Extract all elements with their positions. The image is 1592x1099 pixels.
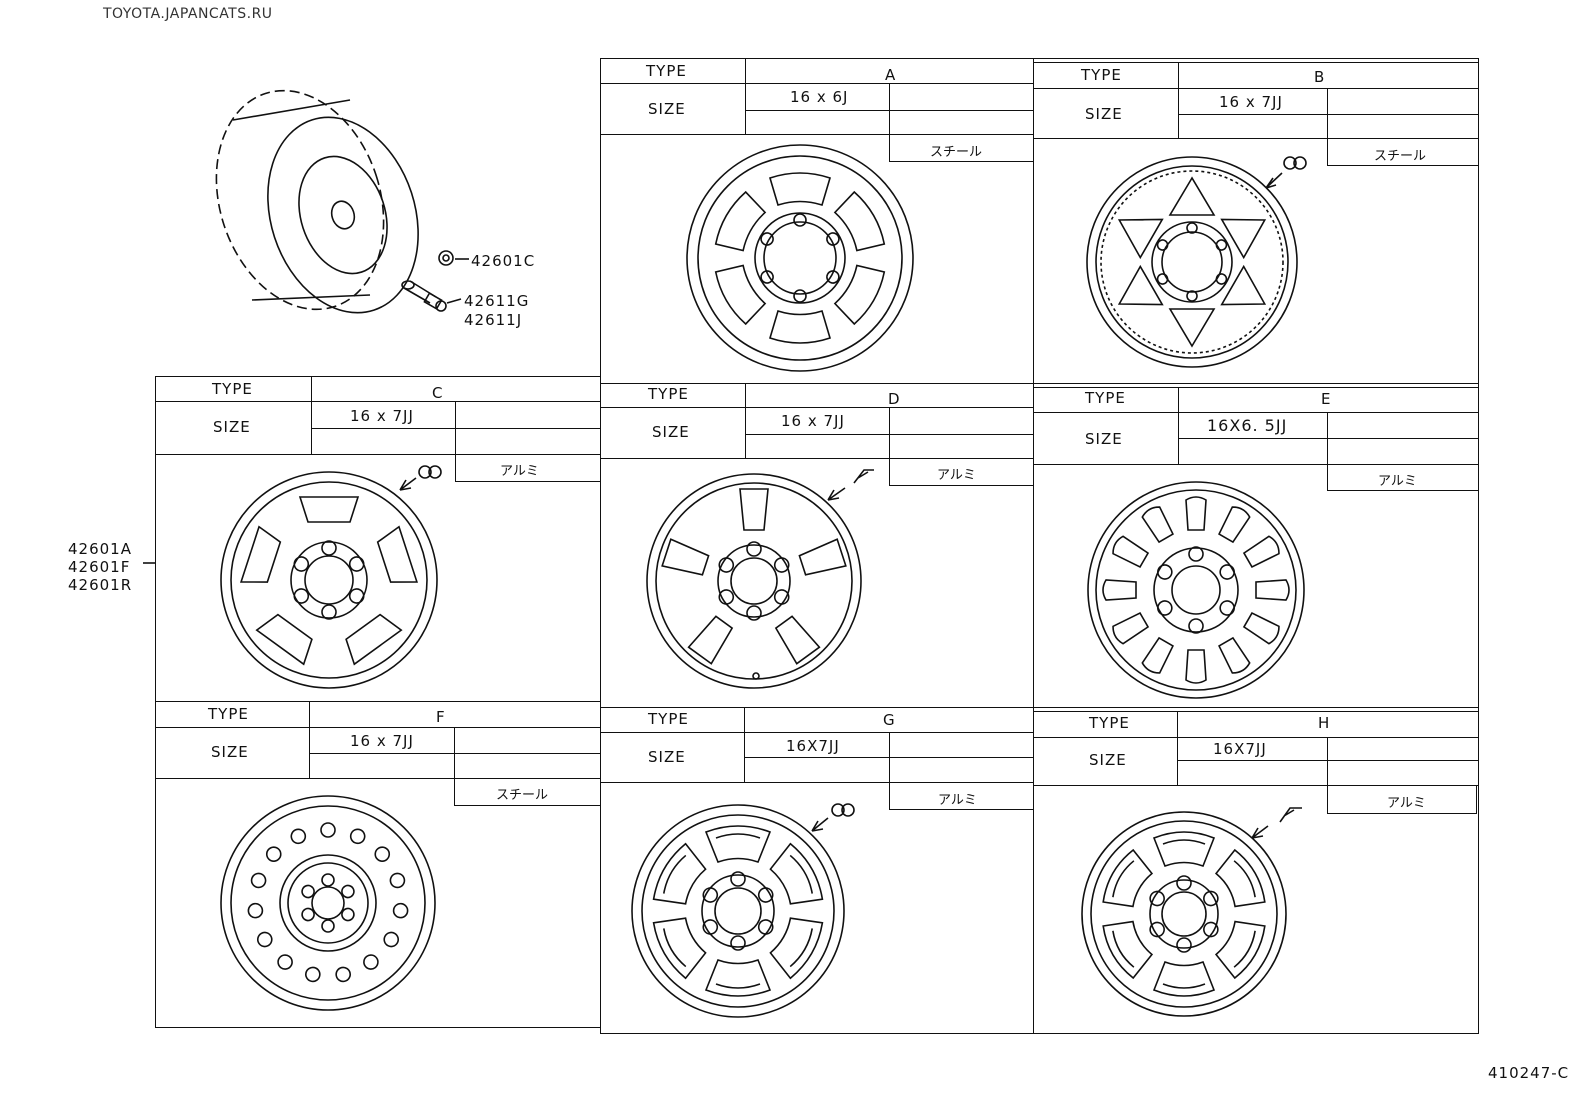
material-label: アルミ — [938, 793, 977, 808]
size-value: 16 x 7JJ — [350, 732, 414, 750]
callout-42601r: 42601R — [68, 576, 133, 594]
size-value: 16X7JJ — [1213, 740, 1267, 758]
type-label: TYPE — [646, 62, 687, 80]
size-label: SIZE — [211, 743, 249, 761]
type-value: F — [436, 708, 446, 726]
type-label: TYPE — [212, 380, 253, 398]
type-label: TYPE — [648, 385, 689, 403]
material-label: アルミ — [1378, 474, 1417, 489]
valve-stem-part — [401, 280, 462, 312]
callout-42601a: 42601A — [68, 540, 132, 558]
type-value: H — [1318, 714, 1331, 732]
material-label: スチール — [1374, 149, 1427, 164]
wheel-type-h-drawing — [1081, 807, 1302, 1017]
type-value: C — [432, 384, 444, 402]
callout-42611g: 42611G — [464, 292, 530, 310]
size-label: SIZE — [1085, 430, 1123, 448]
size-value: 16 x 7JJ — [1219, 93, 1283, 111]
type-value: E — [1321, 390, 1332, 408]
size-value: 16 x 7JJ — [350, 407, 414, 425]
size-label: SIZE — [648, 100, 686, 118]
wheel-type-f-drawing — [220, 795, 436, 1011]
wheel-type-g-drawing — [631, 803, 855, 1018]
material-label: スチール — [930, 145, 983, 160]
callout-42611j: 42611J — [464, 311, 523, 329]
type-value: D — [888, 390, 901, 408]
assembled-wheel-drawing — [215, 89, 419, 314]
material-label: アルミ — [1387, 796, 1426, 811]
watermark: TOYOTA.JAPANCATS.RU — [103, 6, 273, 22]
type-label: TYPE — [1085, 389, 1126, 407]
size-value: 16 x 7JJ — [781, 412, 845, 430]
wheel-type-b-drawing — [1086, 156, 1307, 368]
type-label: TYPE — [1089, 714, 1130, 732]
size-value: 16X6. 5JJ — [1207, 416, 1288, 435]
wheel-type-e-drawing — [1087, 481, 1305, 699]
callout-42601f: 42601F — [68, 558, 131, 576]
size-label: SIZE — [1089, 751, 1127, 769]
center-cap-part — [438, 250, 469, 266]
wheel-type-c-drawing — [220, 465, 442, 689]
type-label: TYPE — [208, 705, 249, 723]
type-value: G — [883, 711, 896, 729]
material-label: アルミ — [500, 464, 539, 479]
size-value: 16 x 6J — [790, 88, 849, 106]
material-label: アルミ — [937, 468, 976, 483]
wheel-type-a-drawing — [686, 144, 914, 372]
size-label: SIZE — [652, 423, 690, 441]
type-label: TYPE — [1081, 66, 1122, 84]
figure-id: 410247-C — [1488, 1064, 1570, 1082]
size-label: SIZE — [648, 748, 686, 766]
size-label: SIZE — [213, 418, 251, 436]
type-label: TYPE — [648, 710, 689, 728]
material-label: スチール — [496, 788, 549, 803]
callout-42601c: 42601C — [471, 252, 536, 270]
type-value: B — [1314, 68, 1326, 86]
wheel-type-d-drawing — [646, 469, 874, 689]
size-value: 16X7JJ — [786, 737, 840, 755]
type-value: A — [885, 66, 897, 84]
size-label: SIZE — [1085, 105, 1123, 123]
